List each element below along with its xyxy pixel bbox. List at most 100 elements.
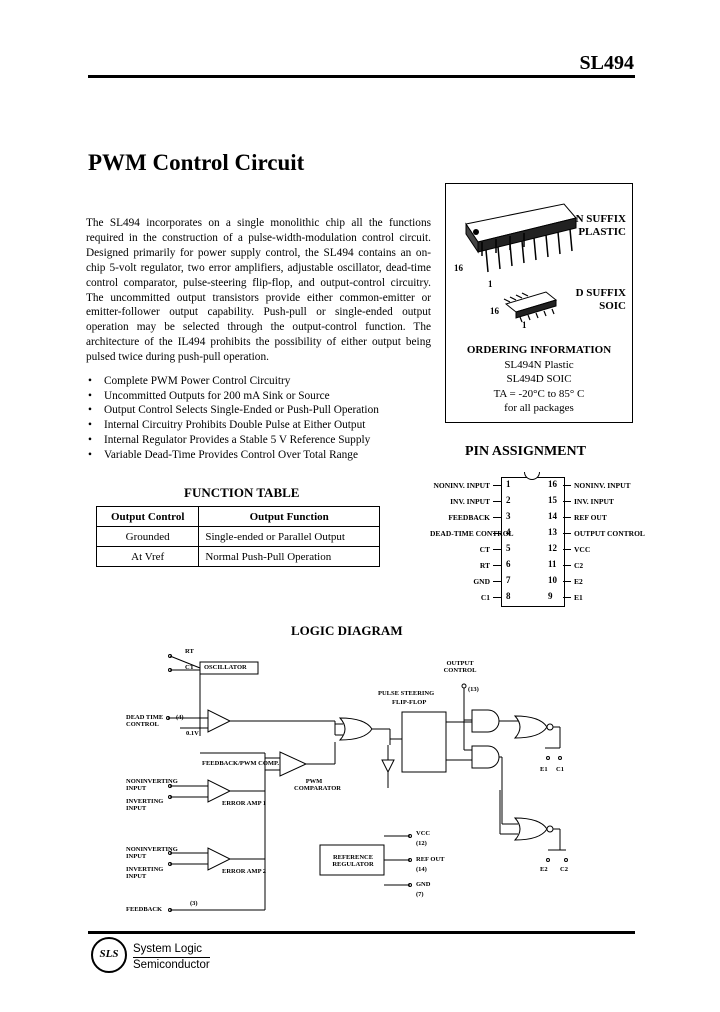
ld-ref-pin: (14) bbox=[416, 866, 427, 873]
ld-feedback: FEEDBACK bbox=[126, 906, 163, 913]
ld-e2: E2 bbox=[540, 866, 548, 873]
package-illustrations bbox=[465, 203, 577, 323]
ld-vcc: VCC bbox=[416, 830, 431, 837]
ld-inv2: INVERTING INPUT bbox=[126, 866, 164, 880]
pin-label-right: NONINV. INPUT bbox=[574, 481, 631, 490]
pin-label-left: RT bbox=[479, 561, 490, 570]
d-pin16-label: 16 bbox=[490, 306, 499, 316]
pin-lead bbox=[493, 517, 501, 518]
pin-number-left: 6 bbox=[506, 559, 511, 569]
n-pin1-label: 1 bbox=[488, 279, 493, 289]
pin-lead bbox=[563, 581, 571, 582]
pin-label-left: DEAD-TIME CONTROL bbox=[430, 529, 514, 538]
logic-diagram bbox=[166, 654, 568, 912]
logo-text: SLS bbox=[99, 948, 119, 960]
pin-lead bbox=[493, 597, 501, 598]
pin-label-left: INV. INPUT bbox=[450, 497, 490, 506]
ld-inv1: INVERTING INPUT bbox=[126, 798, 164, 812]
bottom-rule bbox=[88, 931, 635, 934]
table-header: Output Control bbox=[95, 506, 200, 527]
ld-gnd-pin: (7) bbox=[416, 891, 424, 898]
pin-number-left: 3 bbox=[506, 511, 511, 521]
pin-label-left: C1 bbox=[480, 593, 490, 602]
feature-item: Uncommitted Outputs for 200 mA Sink or S… bbox=[86, 389, 431, 404]
ld-c1: C1 bbox=[556, 766, 564, 773]
pin-label-left: FEEDBACK bbox=[448, 513, 490, 522]
ld-vcc-pin: (12) bbox=[416, 840, 427, 847]
ld-noninv1: NONINVERTING INPUT bbox=[126, 778, 178, 792]
ld-output-control: OUTPUT CONTROL bbox=[443, 660, 477, 674]
pin-lead bbox=[493, 533, 501, 534]
pin-number-right: 10 bbox=[548, 575, 557, 585]
pin-number-right: 9 bbox=[548, 591, 553, 601]
ordering-line: TA = -20°C to 85° C bbox=[493, 387, 585, 400]
pin-number-left: 2 bbox=[506, 495, 511, 505]
pin-number-left: 5 bbox=[506, 543, 511, 553]
ordering-title: ORDERING INFORMATION bbox=[466, 344, 612, 356]
pin-lead bbox=[563, 501, 571, 502]
ld-rt: RT bbox=[185, 648, 194, 655]
pin-number-left: 7 bbox=[506, 575, 511, 585]
ld-pwm-comparator: PWM COMPARATOR bbox=[294, 778, 341, 792]
table-cell: Grounded bbox=[95, 526, 200, 547]
company-name: System Logic Semiconductor bbox=[133, 943, 211, 971]
pin-label-right: E1 bbox=[574, 593, 583, 602]
part-number: SL494 bbox=[579, 52, 634, 74]
ld-ct: CT bbox=[185, 664, 195, 671]
top-rule bbox=[88, 75, 635, 78]
n-suffix-label: N SUFFIX PLASTIC bbox=[575, 213, 626, 238]
soic-package-icon bbox=[503, 291, 558, 323]
intro-paragraph: The SL494 incorporates on a single monol… bbox=[86, 217, 431, 364]
pin-number-right: 13 bbox=[548, 527, 557, 537]
pin-number-right: 12 bbox=[548, 543, 557, 553]
feature-item: Internal Regulator Provides a Stable 5 V… bbox=[86, 433, 431, 448]
table-row: Grounded Single-ended or Parallel Output bbox=[95, 526, 380, 547]
pin-lead bbox=[493, 501, 501, 502]
pin-label-left: GND bbox=[473, 577, 490, 586]
ordering-line: SL494N Plastic bbox=[504, 358, 574, 371]
ld-ref-reg: REFERENCE REGULATOR bbox=[332, 854, 374, 868]
ld-ref-out: REF OUT bbox=[416, 856, 445, 863]
pin-lead bbox=[563, 597, 571, 598]
feature-list: Complete PWM Power Control Circuitry Unc… bbox=[86, 374, 431, 462]
pin-lead bbox=[493, 565, 501, 566]
n-pin16-label: 16 bbox=[454, 263, 463, 273]
pin-number-right: 15 bbox=[548, 495, 557, 505]
pin-number-left: 1 bbox=[506, 479, 511, 489]
ld-error-amp2: ERROR AMP 2 bbox=[222, 868, 267, 875]
ld-e1: E1 bbox=[540, 766, 548, 773]
table-cell: At Vref bbox=[95, 546, 200, 567]
ld-dead-time: DEAD TIME CONTROL bbox=[126, 714, 164, 728]
pin-lead bbox=[563, 565, 571, 566]
ld-pulse-steering: PULSE STEERING bbox=[378, 690, 435, 697]
pin-lead bbox=[493, 581, 501, 582]
pin-label-right: OUTPUT CONTROL bbox=[574, 529, 645, 538]
table-header: Output Function bbox=[198, 506, 380, 527]
pin-lead bbox=[493, 485, 501, 486]
table-cell: Single-ended or Parallel Output bbox=[198, 526, 380, 547]
pin-lead bbox=[563, 549, 571, 550]
ld-flip-flop: FLIP-FLOP bbox=[392, 699, 427, 706]
pin-label-right: REF OUT bbox=[574, 513, 607, 522]
ordering-line: for all packages bbox=[504, 402, 574, 414]
sls-logo bbox=[91, 937, 127, 973]
function-table-title: FUNCTION TABLE bbox=[184, 485, 300, 500]
pin-label-right: INV. INPUT bbox=[574, 497, 614, 506]
ld-noninv2: NONINVERTING INPUT bbox=[126, 846, 178, 860]
ld-feedback-pwm: FEEDBACK/PWM COMP. bbox=[202, 760, 280, 767]
ld-c2: C2 bbox=[560, 866, 568, 873]
ordering-line: SL494D SOIC bbox=[506, 373, 572, 385]
ld-dt-pin: (4) bbox=[176, 714, 184, 721]
pin-assignment-title: PIN ASSIGNMENT bbox=[465, 444, 586, 459]
ld-oc-pin: (13) bbox=[468, 686, 479, 693]
ld-gnd: GND bbox=[416, 881, 431, 888]
feature-item: Complete PWM Power Control Circuitry bbox=[86, 374, 431, 389]
pin-number-left: 4 bbox=[506, 527, 511, 537]
pin-label-left: NONINV. INPUT bbox=[433, 481, 490, 490]
d-suffix-label: D SUFFIX SOIC bbox=[575, 287, 626, 312]
pin-label-right: VCC bbox=[574, 545, 591, 554]
logic-diagram-title: LOGIC DIAGRAM bbox=[291, 623, 403, 638]
pin-number-left: 8 bbox=[506, 591, 511, 601]
table-cell: Normal Push-Pull Operation bbox=[198, 546, 380, 567]
pin-label-right: C2 bbox=[574, 561, 584, 570]
